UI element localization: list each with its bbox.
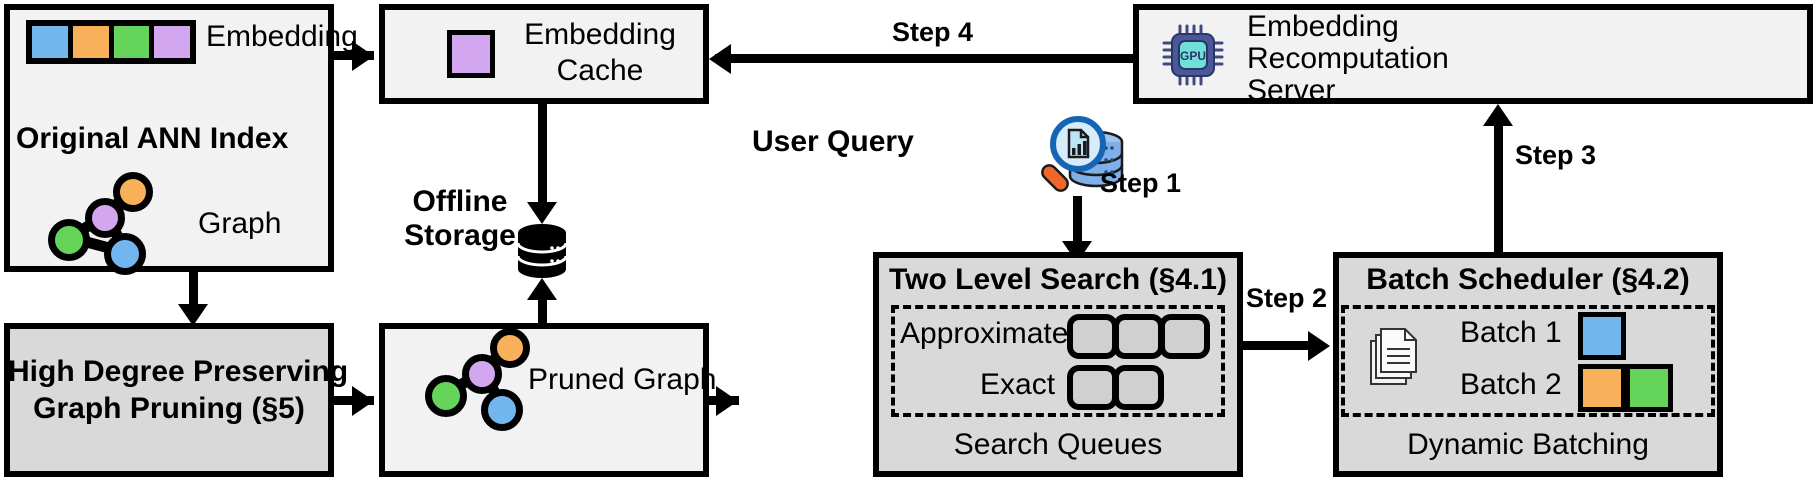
user-query-label: User Query: [752, 125, 914, 158]
embedding-cache-box: [379, 4, 709, 104]
approximate-row-label: Approximate: [900, 317, 1069, 350]
offline-storage-label-line1: Offline: [412, 185, 508, 218]
arrow-pruning-to-pruned-head: [352, 386, 374, 416]
two-level-search-box: [873, 252, 1243, 477]
arrow-index-to-pruning-line: [189, 272, 198, 314]
original-ann-index-title: Original ANN Index: [16, 122, 289, 155]
arrow-index-to-cache-head: [352, 41, 374, 71]
dynamic-batching-dashed-region: [1341, 305, 1715, 417]
approximate-slot-2: [1113, 314, 1164, 359]
svg-text:GPU: GPU: [1180, 49, 1206, 63]
recomputation-server-label-line1: Embedding: [1247, 10, 1399, 43]
batch-1-swatch-blue: [1578, 312, 1626, 360]
graph-pruning-box: [4, 323, 334, 477]
batch-scheduler-title: Batch Scheduler (§4.2): [1366, 263, 1690, 296]
embedding-cell-green: [113, 26, 155, 58]
recomputation-server-label-line2: Recomputation: [1247, 42, 1449, 75]
magnifier-database-icon: [1041, 116, 1124, 192]
batch-1-label: Batch 1: [1460, 316, 1562, 349]
arrow-index-to-pruning-head: [178, 304, 208, 326]
embedding-cell-blue: [32, 26, 73, 58]
arrow-cache-to-storage-line: [538, 104, 547, 212]
gpu-chip-icon: GPU: [1162, 24, 1224, 86]
arrow-step4-head: [709, 44, 731, 74]
arrow-pruned-to-storage-head: [527, 278, 557, 300]
pruned-node-blue: [481, 389, 523, 431]
embedding-cache-label-line2: Cache: [556, 54, 644, 87]
arrow-cache-to-storage-head: [527, 202, 557, 224]
embedding-cache-label-line1: Embedding: [524, 18, 676, 51]
exact-slot-2: [1113, 365, 1164, 410]
search-queues-dashed-region: [891, 305, 1225, 417]
embedding-cell-purple: [154, 26, 190, 58]
exact-slot-1: [1067, 365, 1118, 410]
embedding-label: Embedding: [206, 20, 358, 53]
arrow-pruned-to-search-head: [716, 386, 738, 416]
graph-node-green: [48, 219, 90, 261]
graph-label: Graph: [198, 207, 282, 240]
recomputation-server-label-line3: Server: [1247, 74, 1336, 107]
graph-pruning-label-line2: Graph Pruning (§5): [33, 392, 305, 425]
batch-2-swatch-green: [1625, 364, 1673, 412]
search-queues-caption: Search Queues: [953, 428, 1163, 461]
database-cylinder-icon: [516, 224, 568, 278]
pruned-graph-label: Pruned Graph: [528, 363, 717, 396]
documents-stack-icon: [1370, 328, 1417, 385]
arrow-step3-head: [1483, 104, 1513, 126]
exact-row-label: Exact: [980, 368, 1056, 401]
dynamic-batching-caption: Dynamic Batching: [1407, 428, 1649, 461]
embedding-vector-swatches: [26, 20, 196, 64]
graph-node-blue: [104, 233, 146, 275]
batch-2-label: Batch 2: [1460, 368, 1562, 401]
pruned-node-green: [425, 375, 467, 417]
arrow-pruned-to-storage-line: [538, 290, 547, 323]
recomputation-server-box: [1133, 4, 1813, 104]
approximate-slot-1: [1067, 314, 1118, 359]
two-level-search-title: Two Level Search (§4.1): [889, 263, 1227, 296]
batch-2-swatch-orange: [1578, 364, 1626, 412]
embedding-cache-swatch: [447, 30, 495, 78]
arrow-step3-line: [1494, 116, 1503, 252]
offline-storage-label-line2: Storage: [404, 219, 516, 252]
step4-label: Step 4: [892, 17, 974, 47]
approximate-slot-3: [1159, 314, 1210, 359]
graph-pruning-label-line1: High Degree Preserving: [8, 355, 349, 388]
arrow-step2-head: [1308, 331, 1330, 361]
arrow-step1-line: [1073, 196, 1082, 252]
pruned-node-orange: [490, 328, 530, 368]
step2-label: Step 2: [1246, 283, 1328, 313]
embedding-cell-orange: [72, 26, 114, 58]
graph-node-purple: [85, 198, 125, 238]
step1-label: Step 1: [1100, 168, 1182, 198]
arrow-step4-line: [715, 54, 1133, 63]
arrow-step2-line: [1243, 341, 1321, 350]
step3-label: Step 3: [1515, 140, 1597, 170]
pruned-node-purple: [462, 354, 502, 394]
